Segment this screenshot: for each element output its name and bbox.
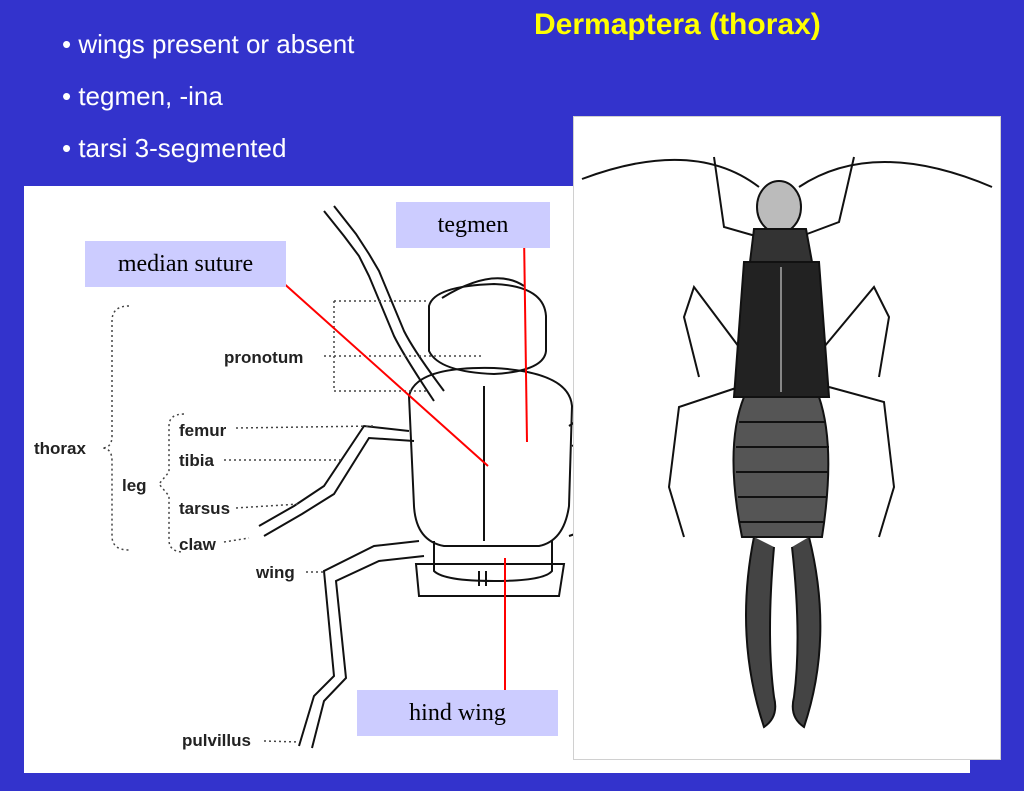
label-pulvillus: pulvillus xyxy=(182,731,251,750)
label-tibia: tibia xyxy=(179,451,214,470)
earwig-illustration xyxy=(573,116,1001,760)
tegmen-label: tegmen xyxy=(396,202,550,248)
label-claw: claw xyxy=(179,535,217,554)
hind-wing-label: hind wing xyxy=(357,690,558,736)
label-wing: wing xyxy=(255,563,295,582)
earwig-drawing xyxy=(581,156,993,729)
bullet-item: • tarsi 3-segmented xyxy=(62,133,287,163)
label-femur: femur xyxy=(179,421,227,440)
label-tarsus: tarsus xyxy=(179,499,230,518)
bullet-list: • wings present or absent • tegmen, -ina… xyxy=(62,26,354,182)
tegmen-pointer xyxy=(523,233,528,443)
label-pronotum: pronotum xyxy=(224,348,303,367)
thorax-line-drawing: pronotum thorax leg femur tibia tarsus c… xyxy=(34,205,585,750)
median-suture-label: median suture xyxy=(85,241,286,287)
slide-title: Dermaptera (thorax) xyxy=(534,8,821,41)
bullet-item: • wings present or absent xyxy=(62,29,355,59)
median-suture-pointer xyxy=(279,279,489,467)
bullet-item: • tegmen, -ina xyxy=(62,81,223,111)
label-leg: leg xyxy=(122,476,147,495)
label-thorax: thorax xyxy=(34,439,87,458)
